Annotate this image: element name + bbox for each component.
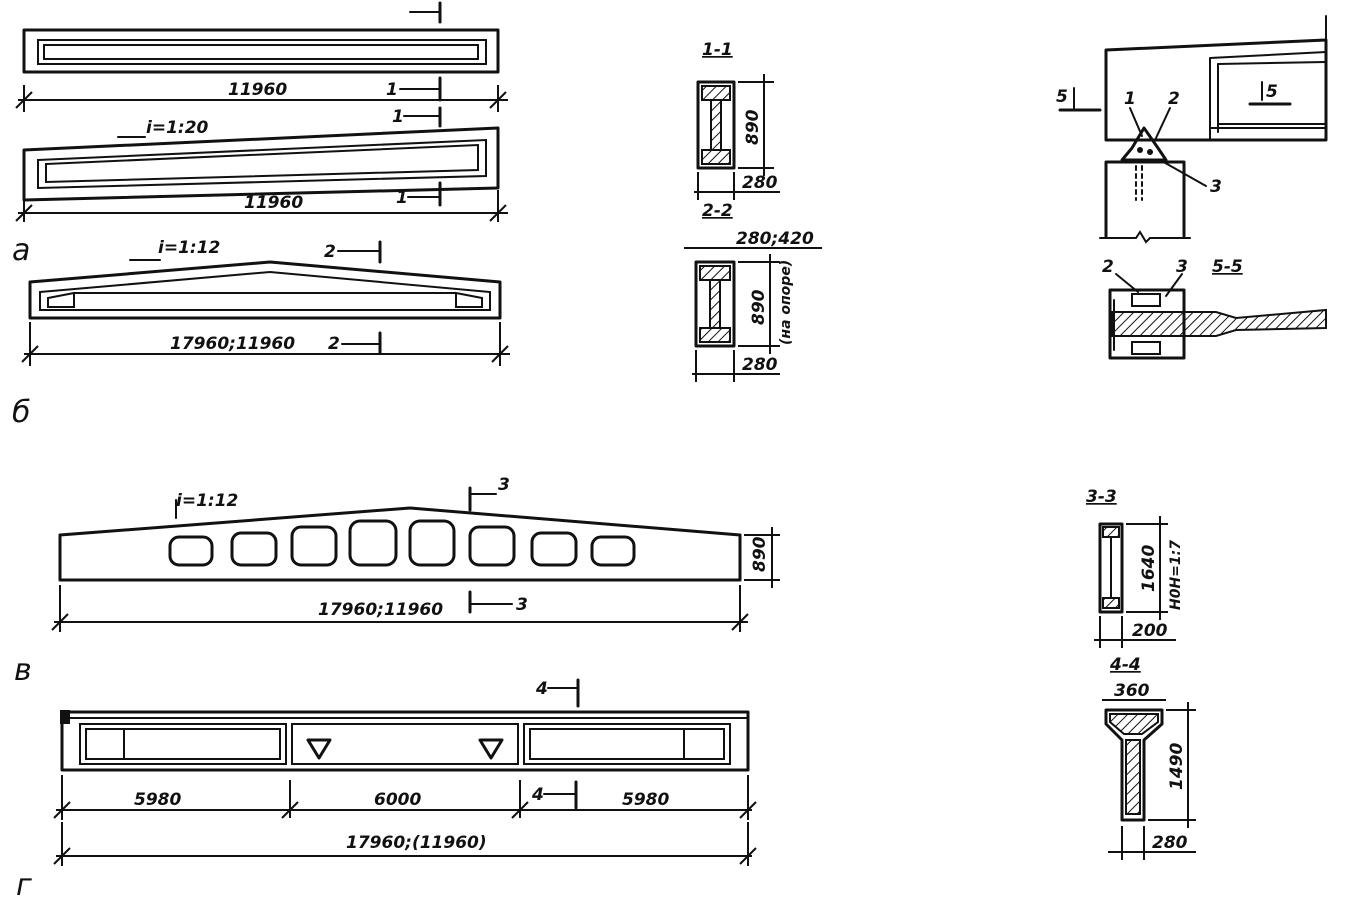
- section-2-2-width: 280: [742, 355, 778, 375]
- cut-4-label: 4: [535, 679, 548, 699]
- cut-5-left: 5: [1056, 87, 1068, 107]
- section-2-2-note: (на опоре): [778, 260, 794, 345]
- section-4-4-height: 1490: [1167, 743, 1187, 790]
- section-3-3-note: H0H=1:7: [1168, 540, 1184, 610]
- section-4-4: 4-4 360 1490 280: [1102, 655, 1196, 860]
- section-4-4-title: 4-4: [1109, 655, 1141, 675]
- section-2-2-top-width: 280;420: [736, 229, 814, 249]
- beam-g-seg2: 6000: [374, 790, 421, 810]
- beam-b-view: i=1:12 2 17960;11960 2 б: [12, 238, 510, 430]
- beam-a-top-view: 11960 1: [15, 1, 508, 112]
- mark-3: 3: [1210, 177, 1222, 197]
- beam-g-seg1: 5980: [134, 790, 181, 810]
- beam-a-length-2: 11960: [244, 193, 303, 213]
- cut-5-right: 5: [1266, 82, 1278, 102]
- section-3-3: 3-3 1640 H0H=1:7 200: [1086, 487, 1184, 648]
- mark-1: 1: [1124, 89, 1136, 109]
- sec55-mark-3: 3: [1176, 257, 1188, 277]
- beam-v-view: i=1:12 3 890 17960;11960 3 в: [14, 475, 780, 688]
- cut-1-label: 1: [396, 188, 408, 208]
- beam-v-length: 17960;11960: [318, 600, 443, 620]
- cut-4-label: 4: [531, 785, 544, 805]
- cut-3-label: 3: [498, 475, 510, 495]
- section-5-5: 5-5 2 3: [1102, 257, 1327, 360]
- section-4-4-width: 280: [1152, 833, 1188, 853]
- beam-v-slope: i=1:12: [176, 491, 238, 511]
- section-3-3-height: 1640: [1139, 545, 1159, 592]
- section-2-2-title: 2-2: [702, 201, 733, 221]
- variant-v-label: в: [14, 653, 32, 688]
- section-2-2: 2-2 280;420 890 (на опоре) 280: [684, 201, 822, 382]
- cut-2-label: 2: [328, 334, 340, 354]
- cut-1-label: 1: [392, 107, 404, 127]
- section-5-5-title: 5-5: [1212, 257, 1243, 277]
- section-1-1-width: 280: [742, 173, 778, 193]
- beam-g-seg3: 5980: [622, 790, 669, 810]
- mark-2: 2: [1168, 89, 1180, 109]
- beam-a-slope: i=1:20: [146, 118, 209, 138]
- cut-3-label: 3: [516, 595, 528, 615]
- variant-g-label: г: [16, 868, 32, 903]
- variant-a-label: а: [12, 233, 30, 268]
- section-4-4-top-width: 360: [1114, 681, 1150, 701]
- sec55-mark-2: 2: [1102, 257, 1114, 277]
- beam-v-height: 890: [750, 536, 770, 572]
- section-3-3-title: 3-3: [1086, 487, 1117, 507]
- beam-b-length: 17960;11960: [170, 334, 295, 354]
- support-node-detail: 5 5 1 2 3: [1056, 15, 1328, 244]
- section-3-3-width: 200: [1132, 621, 1168, 641]
- section-1-1: 1-1 890 280: [694, 40, 780, 200]
- cut-2-label: 2: [324, 242, 336, 262]
- beam-g-view: 4 5980 6000 5980 4 17960;(1196: [16, 678, 757, 903]
- section-1-1-title: 1-1: [702, 40, 733, 60]
- section-2-2-height: 890: [749, 289, 769, 325]
- beam-g-total: 17960;(11960): [346, 833, 487, 853]
- cut-1-label: 1: [386, 80, 398, 100]
- section-1-1-height: 890: [743, 109, 763, 145]
- variant-b-label: б: [12, 395, 31, 430]
- beam-a-length-1: 11960: [228, 80, 287, 100]
- beam-a-second-view: 1 i=1:20 11960 1 а: [12, 106, 508, 268]
- beam-b-slope: i=1:12: [158, 238, 220, 258]
